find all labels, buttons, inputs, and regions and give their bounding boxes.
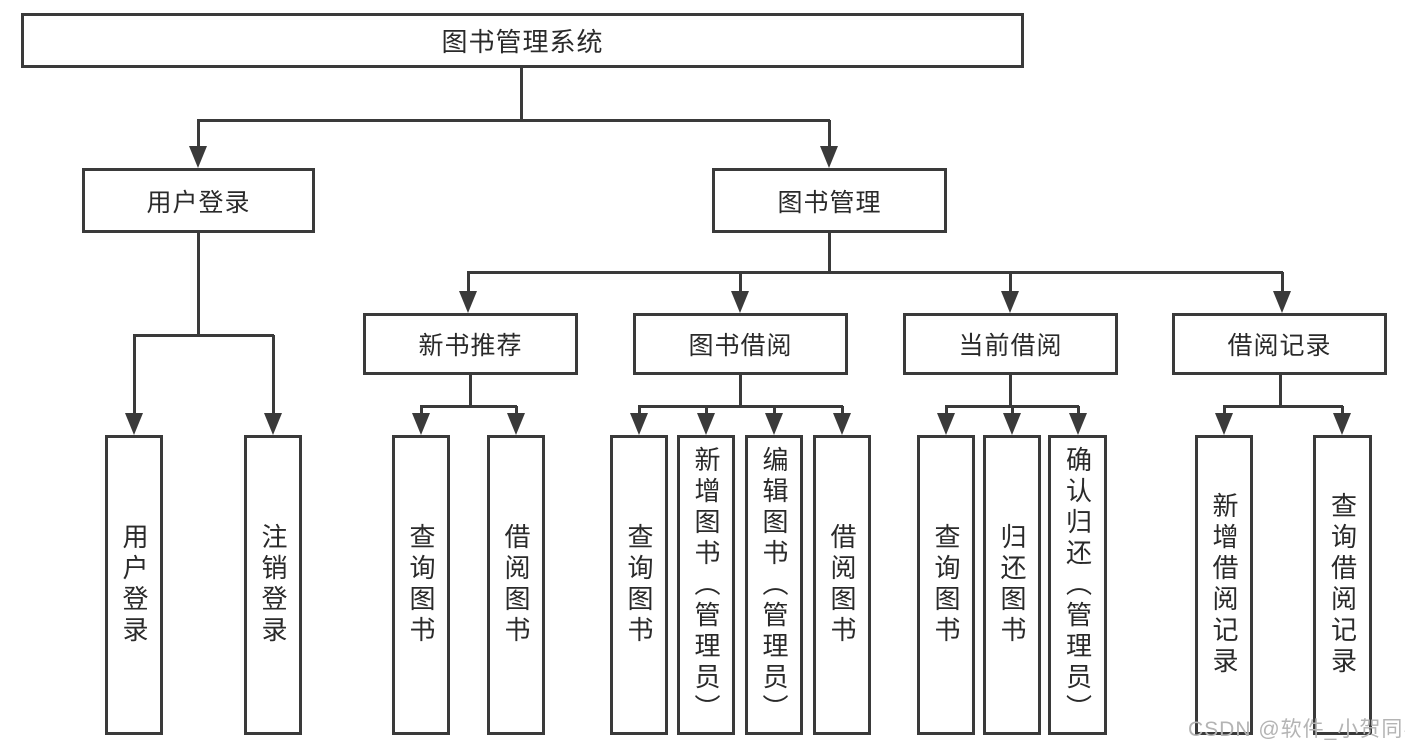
node-new-book-recommend-label: 新书推荐: [418, 332, 523, 360]
leaf-borrow-book: 借阅图书: [813, 435, 871, 735]
connector-line: [1077, 406, 1080, 419]
arrow-down-icon: [1003, 413, 1021, 435]
connector-line: [133, 335, 136, 419]
connector-line: [420, 405, 517, 408]
connector-line: [197, 233, 200, 337]
connector-line: [272, 335, 275, 419]
leaf-edit-book-admin-label: 编辑图书（管理员）: [759, 445, 789, 725]
arrow-down-icon: [1333, 413, 1351, 435]
arrow-down-icon: [125, 413, 143, 435]
arrow-down-icon: [731, 291, 749, 313]
connector-line: [133, 334, 274, 337]
leaf-query-books-recommend-label: 查询图书: [406, 523, 436, 647]
connector-line: [945, 405, 1079, 408]
leaf-query-books-current-label: 查询图书: [931, 523, 961, 647]
node-book-borrow-label: 图书借阅: [688, 332, 793, 360]
node-borrow-records: 借阅记录: [1172, 313, 1387, 375]
connector-line: [467, 272, 470, 297]
node-book-management: 图书管理: [712, 168, 947, 233]
arrow-down-icon: [507, 413, 525, 435]
arrow-down-icon: [412, 413, 430, 435]
leaf-add-book-admin-label: 新增图书（管理员）: [691, 445, 721, 725]
connector-line: [638, 406, 641, 419]
arrow-down-icon: [833, 413, 851, 435]
leaf-borrow-books-recommend: 借阅图书: [487, 435, 545, 735]
leaf-query-books-current: 查询图书: [917, 435, 975, 735]
node-current-borrow-label: 当前借阅: [958, 332, 1063, 360]
leaf-query-borrow-record: 查询借阅记录: [1313, 435, 1372, 735]
leaf-add-borrow-record-label: 新增借阅记录: [1209, 492, 1239, 678]
connector-line: [469, 375, 472, 408]
arrow-down-icon: [630, 413, 648, 435]
connector-line: [515, 406, 518, 419]
leaf-borrow-books-recommend-label: 借阅图书: [501, 523, 531, 647]
node-borrow-records-label: 借阅记录: [1227, 332, 1332, 360]
node-book-borrow: 图书借阅: [633, 313, 848, 375]
connector-line: [1223, 406, 1226, 419]
connector-line: [197, 119, 830, 122]
node-new-book-recommend: 新书推荐: [363, 313, 578, 375]
leaf-edit-book-admin: 编辑图书（管理员）: [745, 435, 803, 735]
connector-line: [1009, 272, 1012, 297]
connector-line: [1341, 406, 1344, 419]
arrow-down-icon: [1215, 413, 1233, 435]
leaf-logout: 注销登录: [244, 435, 302, 735]
node-user-login: 用户登录: [82, 168, 315, 233]
connector-line: [828, 120, 831, 152]
connector-line: [739, 272, 742, 297]
leaf-add-borrow-record: 新增借阅记录: [1195, 435, 1253, 735]
connector-line: [1011, 406, 1014, 419]
node-user-login-label: 用户登录: [146, 188, 251, 217]
node-current-borrow: 当前借阅: [903, 313, 1118, 375]
connector-line: [1009, 375, 1012, 408]
leaf-query-books-recommend: 查询图书: [392, 435, 450, 735]
leaf-query-books-borrow-label: 查询图书: [624, 523, 654, 647]
leaf-confirm-return-admin-label: 确认归还（管理员）: [1062, 445, 1093, 725]
arrow-down-icon: [1273, 291, 1291, 313]
connector-line: [773, 406, 776, 419]
arrow-down-icon: [820, 146, 838, 168]
leaf-logout-label: 注销登录: [258, 523, 288, 647]
connector-line: [828, 233, 831, 274]
node-root-label: 图书管理系统: [441, 27, 604, 57]
connector-line: [197, 120, 200, 152]
leaf-add-book-admin: 新增图书（管理员）: [677, 435, 735, 735]
leaf-query-books-borrow: 查询图书: [610, 435, 668, 735]
connector-line: [520, 68, 523, 120]
connector-line: [638, 405, 843, 408]
leaf-return-book-label: 归还图书: [997, 523, 1027, 647]
connector-line: [705, 406, 708, 419]
connector-line: [467, 271, 1283, 274]
watermark: CSDN @软件_小贺同学: [1188, 718, 1405, 741]
connector-line: [739, 375, 742, 408]
connector-line: [1223, 405, 1343, 408]
connector-line: [1281, 272, 1284, 297]
node-book-management-label: 图书管理: [777, 188, 882, 217]
arrow-down-icon: [697, 413, 715, 435]
arrow-down-icon: [1001, 291, 1019, 313]
leaf-return-book: 归还图书: [983, 435, 1041, 735]
leaf-confirm-return-admin: 确认归还（管理员）: [1048, 435, 1107, 735]
arrow-down-icon: [1069, 413, 1087, 435]
arrow-down-icon: [264, 413, 282, 435]
arrow-down-icon: [765, 413, 783, 435]
leaf-query-borrow-record-label: 查询借阅记录: [1327, 492, 1358, 678]
leaf-borrow-book-label: 借阅图书: [827, 523, 857, 647]
arrow-down-icon: [937, 413, 955, 435]
node-root: 图书管理系统: [21, 13, 1024, 68]
connector-line: [1279, 375, 1282, 408]
connector-line: [841, 406, 844, 419]
leaf-user-login: 用户登录: [105, 435, 163, 735]
leaf-user-login-label: 用户登录: [119, 523, 149, 647]
connector-line: [420, 406, 423, 419]
connector-line: [945, 406, 948, 419]
arrow-down-icon: [189, 146, 207, 168]
arrow-down-icon: [459, 291, 477, 313]
